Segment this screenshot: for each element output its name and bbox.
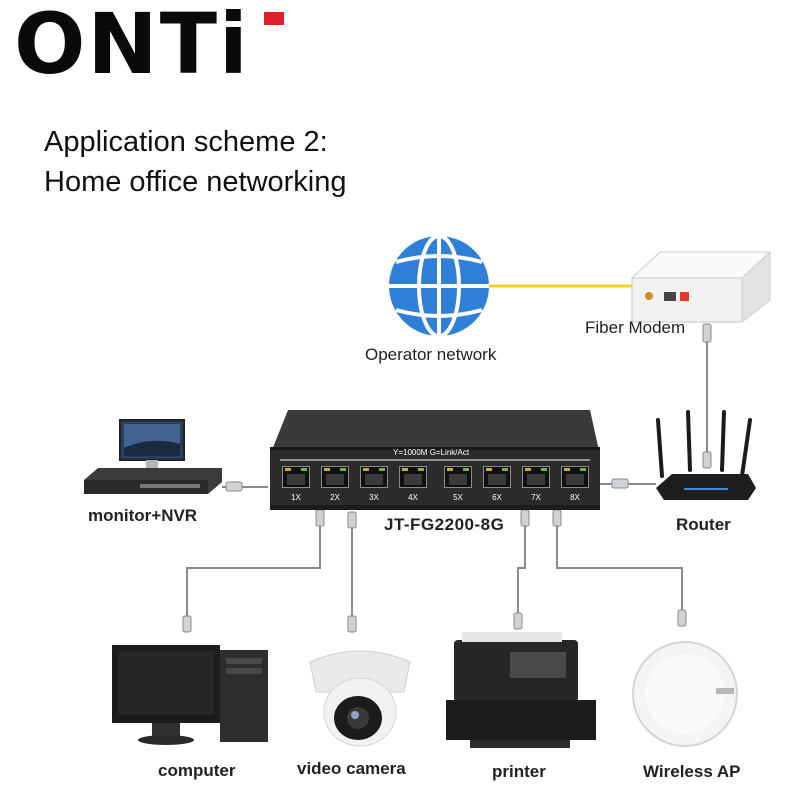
switch-port-label: 8X (570, 493, 580, 502)
globe-icon (389, 234, 489, 338)
switch-port-2x (321, 466, 349, 488)
scheme-title: Application scheme 2: (44, 126, 328, 158)
rj45-plugs (182, 323, 712, 633)
switch-port-6x (483, 466, 511, 488)
switch-port-row: 1X 2X 3X 4X 5X 6X 7X 8X (282, 462, 594, 508)
switch-port-label: 4X (408, 493, 418, 502)
switch-port-7x (522, 466, 550, 488)
wireless-ap-icon (632, 641, 738, 747)
label-computer: computer (158, 761, 236, 780)
computer-icon (112, 645, 268, 745)
cable-switch-printer (517, 510, 526, 625)
switch-port-label: 6X (492, 493, 502, 502)
switch-port-8x (561, 466, 589, 488)
label-operator-network: Operator network (365, 345, 497, 364)
label-fiber-modem: Fiber Modem (585, 318, 686, 337)
switch-port-1x (282, 466, 310, 488)
switch-port-3x (360, 466, 388, 488)
label-video-camera: video camera (297, 759, 406, 778)
switch-port-label: 3X (369, 493, 379, 502)
switch-port-label: 7X (531, 493, 541, 502)
switch-port-5x (444, 466, 472, 488)
cable-switch-computer (186, 510, 321, 628)
fiber-modem-icon (630, 250, 772, 324)
monitor-nvr-icon (84, 419, 222, 494)
switch-port-label: 5X (453, 493, 463, 502)
printer-icon (446, 632, 596, 748)
label-monitor-nvr: monitor+NVR (88, 506, 198, 525)
onti-logo: ONTi (14, 0, 250, 93)
cable-switch-ap (556, 512, 683, 622)
switch-port-4x (399, 466, 427, 488)
switch-port-label: 1X (291, 493, 301, 502)
switch-port-label: 2X (330, 493, 340, 502)
led-legend: Y=1000M G=Link/Act (393, 448, 470, 457)
label-printer: printer (492, 762, 546, 781)
switch-model-label: JT-FG2200-8G (384, 515, 505, 534)
label-wireless-ap: Wireless AP (643, 762, 741, 781)
router-icon (656, 410, 756, 500)
label-router: Router (676, 515, 731, 534)
scheme-subtitle: Home office networking (44, 166, 347, 198)
video-camera-icon (309, 650, 411, 747)
logo-accent-mark (264, 12, 284, 25)
